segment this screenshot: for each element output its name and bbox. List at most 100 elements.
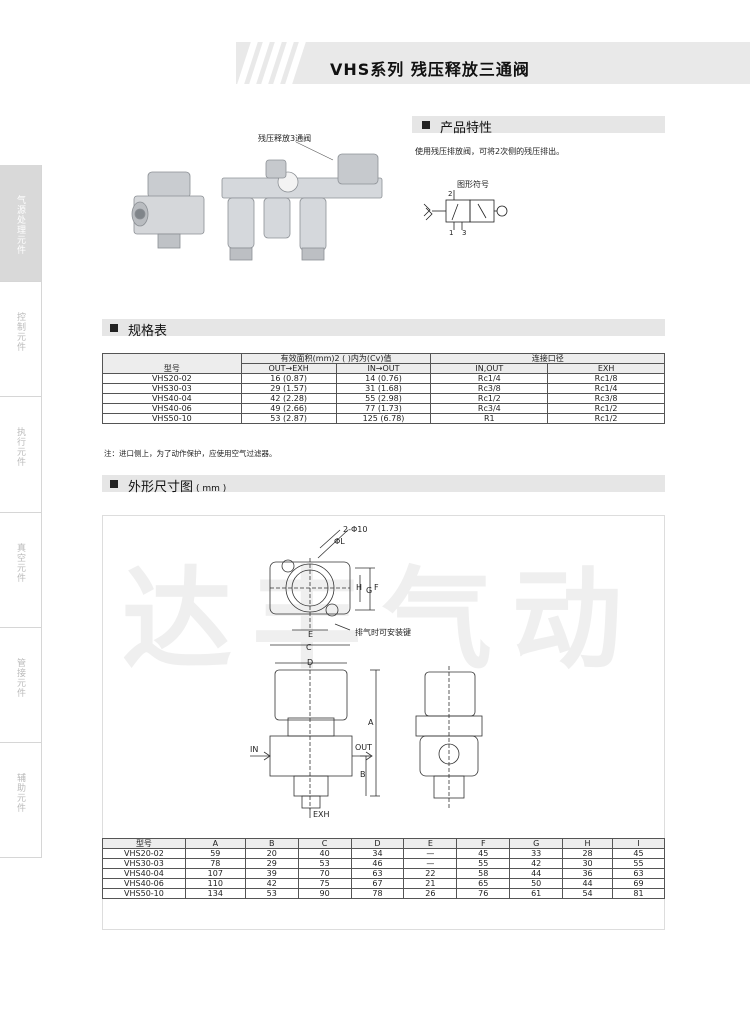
table-cell: 42 — [244, 878, 299, 889]
table-cell: 55 (2.98) — [335, 393, 432, 404]
table-header-cell: G — [509, 838, 564, 849]
header-banner — [236, 42, 750, 84]
table-cell: 45 — [612, 848, 665, 859]
table-cell: 22 — [403, 868, 458, 879]
table-cell: 90 — [297, 888, 352, 899]
table-cell: 36 — [562, 868, 614, 879]
table-cell: 63 — [350, 868, 405, 879]
drawing-frame — [102, 515, 665, 930]
symbol-port-1: 1 — [449, 229, 454, 237]
table-cell: 67 — [350, 878, 405, 889]
table-cell: 53 — [244, 888, 299, 899]
table-cell: 75 — [297, 878, 352, 889]
table-cell: 46 — [350, 858, 405, 869]
label-a: A — [368, 718, 374, 727]
watermark: 达丰气动 — [122, 556, 642, 684]
table-cell: 45 — [456, 848, 511, 859]
table-cell: — — [403, 858, 458, 869]
label-out: OUT — [355, 743, 373, 752]
table-cell: Rc3/8 — [430, 383, 549, 394]
table-cell: 29 — [244, 858, 299, 869]
table-cell: 76 — [456, 888, 511, 899]
features-text: 使用残压排放阀，可将2次侧的残压排出。 — [415, 147, 565, 156]
sidebar-tab-label: 真空元件 — [15, 543, 25, 583]
table-cell: 42 (2.28) — [240, 393, 337, 404]
spec-header-exh: EXH — [547, 363, 665, 374]
table-cell: Rc1/2 — [547, 403, 665, 414]
table-cell: 59 — [184, 848, 246, 859]
table-cell: Rc1/4 — [430, 373, 549, 384]
table-cell: 78 — [184, 858, 246, 869]
dimension-drawing — [230, 520, 530, 820]
table-cell: 26 — [403, 888, 458, 899]
symbol-label: 图形符号 — [457, 180, 489, 189]
table-cell: 125 (6.78) — [335, 413, 432, 424]
table-header-cell: B — [244, 838, 299, 849]
table-cell: 61 — [509, 888, 564, 899]
table-header-cell: F — [456, 838, 511, 849]
table-cell: VHS30-03 — [102, 858, 186, 869]
features-header-square — [422, 121, 430, 129]
spec-header-bar — [102, 319, 665, 336]
sidebar-tab-label: 执行元件 — [15, 427, 25, 467]
label-d: D — [307, 658, 314, 667]
spec-header-conn: 连接口径 — [430, 353, 665, 364]
table-header-cell: I — [612, 838, 665, 849]
table-header-cell: E — [403, 838, 458, 849]
table-cell: — — [403, 848, 458, 859]
label-g: G — [366, 586, 373, 595]
table-cell: 34 — [350, 848, 405, 859]
table-cell: 53 — [297, 858, 352, 869]
spec-header-out-exh: OUT→EXH — [240, 363, 337, 374]
symbol-port-2: 2 — [448, 190, 453, 198]
table-cell: Rc1/2 — [430, 393, 549, 404]
table-cell: VHS40-06 — [102, 403, 242, 414]
table-header-cell: H — [562, 838, 614, 849]
dim-header-square — [110, 480, 118, 488]
spec-header-inout: IN,OUT — [430, 363, 549, 374]
spec-header-in-out: IN→OUT — [335, 363, 432, 374]
product-photo — [118, 130, 393, 270]
sidebar-tab[interactable]: 气源处理元件 — [0, 165, 42, 282]
table-cell: 107 — [184, 868, 246, 879]
table-cell: 44 — [509, 868, 564, 879]
table-cell: Rc1/4 — [547, 383, 665, 394]
photo-callout: 残压释放3通阀 — [258, 134, 312, 143]
table-cell: 69 — [612, 878, 665, 889]
exhaust-note: 排气时可安装键 — [355, 628, 411, 637]
table-cell: Rc1/8 — [547, 373, 665, 384]
table-cell: 65 — [456, 878, 511, 889]
table-cell: 63 — [612, 868, 665, 879]
table-cell: VHS30-03 — [102, 383, 242, 394]
sidebar-tab-label: 辅助元件 — [15, 773, 25, 813]
table-cell: 70 — [297, 868, 352, 879]
spec-table: 型号 有效面积(mm)2 ( )内为(Cv)值 连接口径 OUT→EXH IN→… — [102, 353, 665, 424]
label-f: F — [374, 583, 379, 592]
table-cell: 58 — [456, 868, 511, 879]
spec-header-model: 型号 — [102, 353, 242, 374]
table-header-cell: 型号 — [102, 838, 186, 849]
sidebar-tab[interactable]: 真空元件 — [0, 513, 42, 628]
table-cell: 134 — [184, 888, 246, 899]
table-cell: 55 — [456, 858, 511, 869]
sidebar-tab[interactable]: 控制元件 — [0, 282, 42, 397]
table-header-cell: A — [184, 838, 246, 849]
table-cell: 28 — [562, 848, 614, 859]
sidebar-tab[interactable]: 辅助元件 — [0, 743, 42, 858]
sidebar-tab[interactable]: 执行元件 — [0, 397, 42, 513]
table-cell: 31 (1.68) — [335, 383, 432, 394]
table-cell: 78 — [350, 888, 405, 899]
table-cell: 81 — [612, 888, 665, 899]
page-title: VHS系列 残压释放三通阀 — [330, 60, 530, 79]
sidebar-tab-label: 控制元件 — [15, 312, 25, 352]
sidebar-tab[interactable]: 管接元件 — [0, 628, 42, 743]
table-cell: VHS20-02 — [102, 848, 186, 859]
table-cell: 30 — [562, 858, 614, 869]
